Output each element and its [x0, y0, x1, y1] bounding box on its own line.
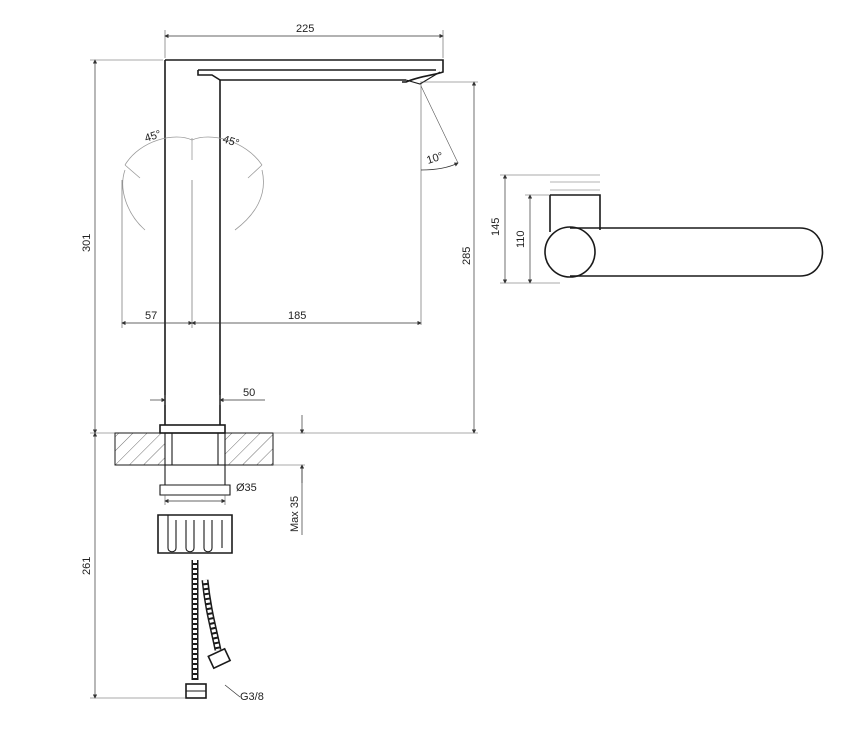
dim-261	[90, 432, 185, 699]
max35-label: Max 35	[289, 496, 301, 532]
dim-110-label: 110	[515, 230, 527, 248]
dim-225	[164, 30, 444, 58]
countertop-section	[114, 432, 305, 466]
spout-angle-dim	[420, 84, 459, 325]
angle-right-label: 45°	[221, 133, 241, 150]
angle-spout-label: 10°	[425, 150, 445, 167]
dim-145-label: 145	[490, 218, 502, 236]
dim-225-label: 225	[296, 23, 314, 35]
shank-section	[159, 465, 231, 505]
dim-261-label: 261	[81, 557, 93, 575]
dim-57-label: 57	[145, 310, 157, 322]
dim-285-label: 285	[461, 247, 473, 265]
flex-hoses	[185, 560, 232, 699]
faucet-side-view	[159, 59, 444, 434]
mounting-nut	[157, 514, 233, 554]
dim-285	[300, 81, 478, 434]
dim-57-185	[121, 180, 422, 328]
angle-left-label: 45°	[143, 128, 163, 145]
dim-301-label: 301	[81, 234, 93, 252]
dim-301	[90, 59, 163, 434]
thread-label: G3/8	[240, 691, 264, 703]
dia35-label: Ø35	[236, 482, 257, 494]
dim-185-label: 185	[288, 310, 306, 322]
handle-swing-ghost	[122, 136, 264, 231]
handle-top-view	[500, 174, 824, 284]
dim-50	[150, 395, 265, 405]
dim-50-label: 50	[243, 387, 255, 399]
